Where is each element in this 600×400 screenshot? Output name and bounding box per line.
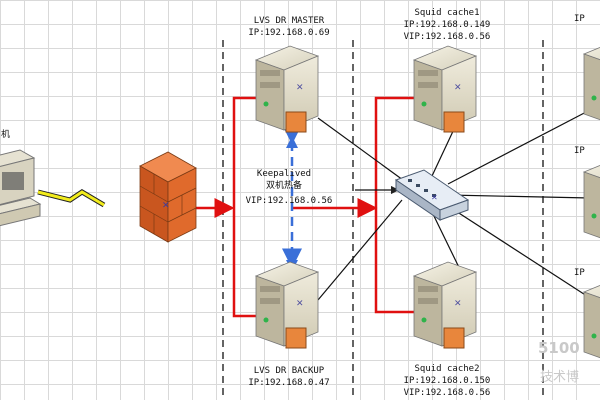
squid2-vip: VIP:192.168.0.56 bbox=[403, 388, 491, 398]
squid2-name: Squid cache2 bbox=[414, 364, 480, 374]
lvs-master-name: LVS DR MASTER bbox=[253, 16, 325, 26]
firewall-icon: ✕ bbox=[139, 151, 197, 243]
squid2-ip: IP:192.168.0.150 bbox=[403, 376, 491, 386]
right-ip-mid: IP bbox=[574, 146, 585, 156]
right-ip-bottom: IP bbox=[574, 268, 585, 278]
ha-label: 双机热备 bbox=[265, 181, 302, 191]
squid1-ip: IP:192.168.0.149 bbox=[403, 20, 491, 30]
backend-server-top-icon bbox=[582, 46, 600, 121]
client-label: 机 bbox=[1, 130, 11, 140]
backend-server-mid-icon bbox=[582, 164, 600, 239]
svg-text:✕: ✕ bbox=[431, 193, 438, 202]
network-switch-icon: ✕ bbox=[394, 169, 470, 221]
lvs-backup-server-icon bbox=[255, 261, 319, 349]
squid1-vip: VIP:192.168.0.56 bbox=[403, 32, 491, 42]
lvs-vip-label: VIP:192.168.0.56 bbox=[245, 196, 333, 206]
squid-bus bbox=[374, 96, 414, 314]
squid-cache1-server-icon bbox=[413, 45, 477, 133]
svg-text:✕: ✕ bbox=[162, 201, 170, 211]
client-computer-icon bbox=[0, 149, 42, 227]
watermark-text: 技术博 bbox=[540, 370, 580, 385]
lvs-bus-left bbox=[232, 96, 256, 318]
lvs-master-ip: IP:192.168.0.69 bbox=[248, 28, 330, 38]
lvs-backup-name: LVS DR BACKUP bbox=[253, 366, 325, 376]
right-ip-top: IP bbox=[574, 14, 585, 24]
lvs-master-server-icon bbox=[255, 45, 319, 133]
squid-cache2-server-icon bbox=[413, 261, 477, 349]
watermark-number: 5100 bbox=[538, 339, 580, 357]
squid1-name: Squid cache1 bbox=[414, 8, 480, 18]
red-links bbox=[193, 96, 414, 318]
backend-server-bottom-icon bbox=[582, 284, 600, 359]
lvs-backup-ip: IP:192.168.0.47 bbox=[248, 378, 330, 388]
keepalived-label: Keepalived bbox=[256, 169, 312, 179]
zone-separators bbox=[222, 40, 544, 400]
